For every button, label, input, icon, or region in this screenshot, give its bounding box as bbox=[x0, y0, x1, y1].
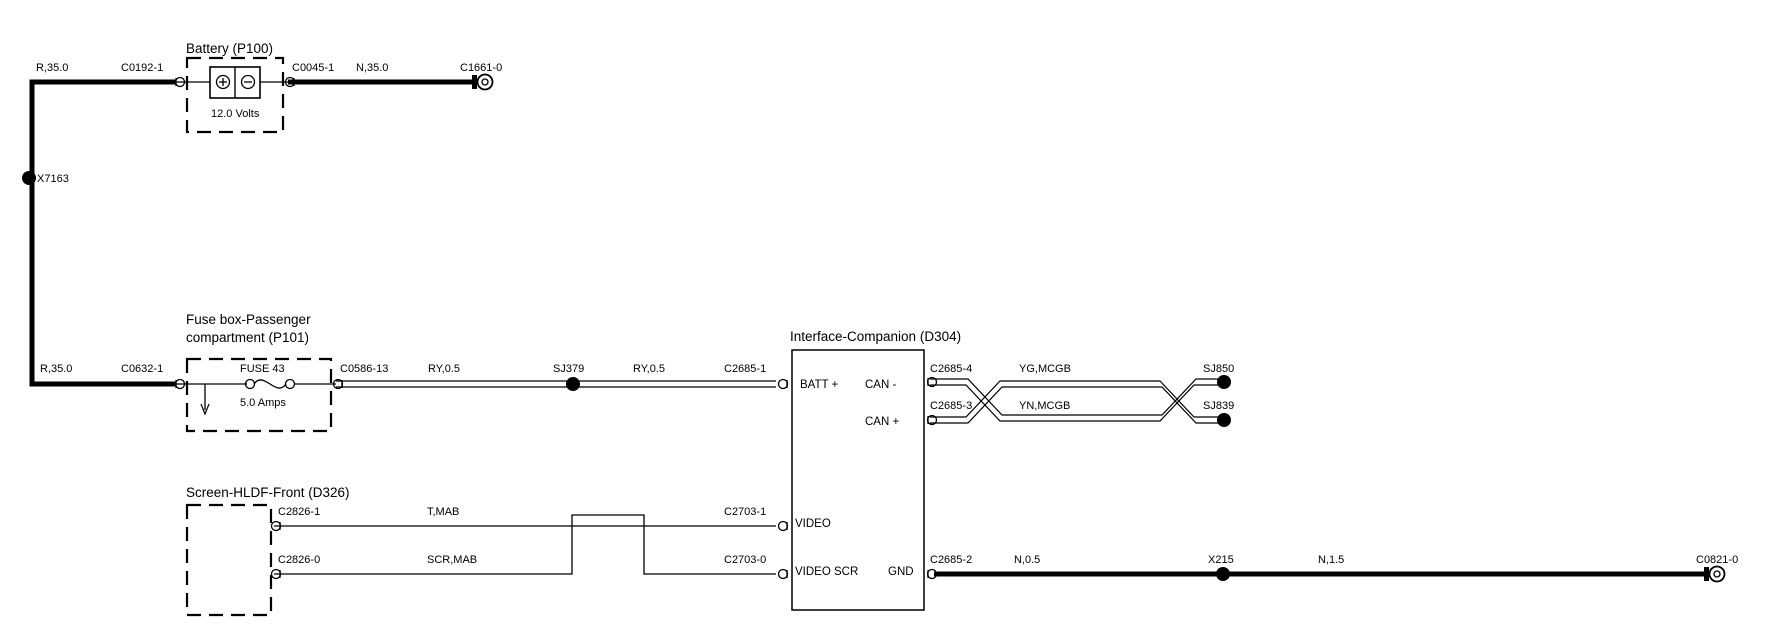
battery-component[interactable] bbox=[176, 56, 288, 134]
label-sj379: SJ379 bbox=[553, 363, 584, 375]
connector-c2703-1-icon bbox=[777, 520, 789, 532]
label-c2703-0: C2703-0 bbox=[724, 554, 766, 566]
pin-video-scr: VIDEO SCR bbox=[795, 566, 858, 578]
fuse-name: FUSE 43 bbox=[240, 363, 285, 375]
label-c2703-1: C2703-1 bbox=[724, 506, 766, 518]
connector-c2685-2-icon bbox=[926, 568, 938, 580]
connector-c2685-4-icon bbox=[926, 376, 938, 388]
label-c1661: C1661-0 bbox=[460, 62, 502, 74]
label-c2826-1: C2826-1 bbox=[278, 506, 320, 518]
connector-c0632-icon bbox=[174, 378, 186, 390]
label-x215: X215 bbox=[1208, 554, 1234, 566]
wire-label-n35: N,35.0 bbox=[356, 62, 388, 74]
wire-label-ry-left: RY,0.5 bbox=[428, 363, 460, 375]
fuse-rating: 5.0 Amps bbox=[240, 397, 286, 409]
wire-label-r35-lower: R,35.0 bbox=[40, 363, 72, 375]
screen-component[interactable] bbox=[185, 503, 273, 617]
wire-label-n05: N,0.5 bbox=[1014, 554, 1040, 566]
wire-label-scrmab: SCR,MAB bbox=[427, 554, 477, 566]
label-c0192: C0192-1 bbox=[121, 62, 163, 74]
label-c2685-1: C2685-1 bbox=[724, 363, 766, 375]
splice-x7163 bbox=[22, 171, 36, 185]
splice-sj850 bbox=[1217, 375, 1231, 389]
label-c2685-4: C2685-4 bbox=[930, 363, 972, 375]
label-c2685-2: C2685-2 bbox=[930, 554, 972, 566]
connector-c2685-3-icon bbox=[926, 414, 938, 426]
connector-c2703-0-icon bbox=[777, 568, 789, 580]
screen-title: Screen-HLDF-Front (D326) bbox=[186, 485, 350, 500]
wire-label-yg: YG,MCGB bbox=[1019, 363, 1071, 375]
fuse-box-title-line1: Fuse box-Passenger bbox=[186, 312, 311, 327]
label-c0632: C0632-1 bbox=[121, 363, 163, 375]
wire-scr-mab[interactable] bbox=[274, 514, 776, 575]
battery-rating: 12.0 Volts bbox=[211, 108, 260, 120]
connector-c0586-icon bbox=[332, 378, 344, 390]
label-c2685-3: C2685-3 bbox=[930, 400, 972, 412]
fuse-box-component[interactable] bbox=[176, 357, 336, 433]
fuse-43-icon bbox=[284, 378, 296, 390]
connector-c2685-1-icon bbox=[777, 378, 789, 390]
connector-c2826-0-icon bbox=[270, 568, 282, 580]
connector-symbols bbox=[174, 76, 938, 580]
pin-batt-plus: BATT + bbox=[800, 379, 839, 391]
splice-sj839 bbox=[1217, 413, 1231, 427]
splice-sj379 bbox=[566, 377, 580, 391]
splice-x215 bbox=[1216, 567, 1230, 581]
ground-c0821-icon bbox=[1704, 565, 1726, 583]
label-sj850: SJ850 bbox=[1203, 363, 1234, 375]
wire-label-n15: N,1.5 bbox=[1318, 554, 1344, 566]
connector-c0192-icon bbox=[174, 76, 186, 88]
wire-label-tmab: T,MAB bbox=[427, 506, 459, 518]
pin-can-minus: CAN - bbox=[865, 379, 896, 391]
label-sj839: SJ839 bbox=[1203, 400, 1234, 412]
battery-title: Battery (P100) bbox=[186, 41, 273, 56]
wire-label-r35-top: R,35.0 bbox=[36, 62, 68, 74]
pin-gnd: GND bbox=[888, 566, 914, 578]
connector-c0045-icon bbox=[284, 76, 296, 88]
interface-title: Interface-Companion (D304) bbox=[790, 329, 961, 344]
wire-battery-positive[interactable] bbox=[29, 79, 176, 387]
label-c2826-0: C2826-0 bbox=[278, 554, 320, 566]
label-c0586: C0586-13 bbox=[340, 363, 388, 375]
battery-negative-terminal bbox=[240, 74, 256, 90]
label-x7163: X7163 bbox=[37, 173, 69, 185]
battery-positive-terminal bbox=[215, 74, 231, 90]
ground-c1661-icon bbox=[472, 73, 494, 91]
connector-c2826-1-icon bbox=[270, 520, 282, 532]
wire-label-ry-right: RY,0.5 bbox=[633, 363, 665, 375]
interface-companion-component[interactable] bbox=[791, 349, 925, 611]
label-c0821: C0821-0 bbox=[1696, 554, 1738, 566]
wire-can-twisted-pair[interactable] bbox=[930, 378, 1224, 424]
fuse-box-title-line2: compartment (P101) bbox=[186, 330, 309, 345]
wire-label-yn: YN,MCGB bbox=[1019, 400, 1070, 412]
pin-can-plus: CAN + bbox=[865, 416, 899, 428]
pin-video: VIDEO bbox=[795, 518, 831, 530]
label-c0045: C0045-1 bbox=[292, 62, 334, 74]
wire-ry-0-5[interactable] bbox=[336, 380, 776, 388]
